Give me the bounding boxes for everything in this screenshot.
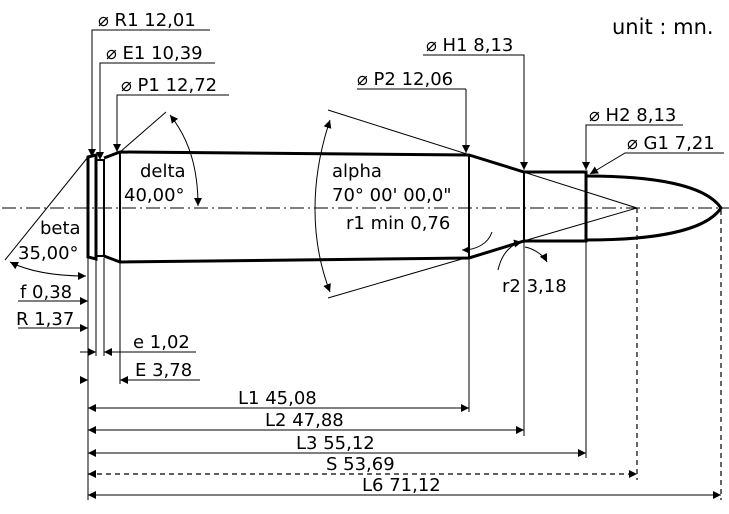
label-beta-value: 35,00° bbox=[18, 243, 79, 264]
label-alpha: alpha bbox=[332, 161, 382, 182]
label-delta: delta bbox=[140, 161, 186, 182]
label-p1: ⌀ P1 12,72 bbox=[121, 75, 217, 96]
label-r: R 1,37 bbox=[16, 309, 74, 330]
label-e: e 1,02 bbox=[133, 332, 190, 353]
label-beta: beta bbox=[40, 218, 81, 239]
label-r1-min: r1 min 0,76 bbox=[346, 213, 450, 234]
label-h1: ⌀ H1 8,13 bbox=[426, 35, 513, 56]
label-g1: ⌀ G1 7,21 bbox=[627, 133, 715, 154]
label-l1: L1 45,08 bbox=[238, 388, 317, 409]
label-r1: ⌀ R1 12,01 bbox=[98, 10, 196, 31]
length-dimensions bbox=[18, 297, 721, 499]
label-l6: L6 71,12 bbox=[362, 475, 441, 496]
label-p2: ⌀ P2 12,06 bbox=[357, 69, 453, 90]
dimension-labels: ⌀ R1 12,01 ⌀ E1 10,39 ⌀ P1 12,72 ⌀ P2 12… bbox=[16, 10, 715, 496]
label-l2: L2 47,88 bbox=[265, 410, 344, 431]
label-big-e: E 3,78 bbox=[135, 360, 192, 381]
label-h2: ⌀ H2 8,13 bbox=[589, 105, 676, 126]
label-l3: L3 55,12 bbox=[296, 433, 375, 454]
angle-lines bbox=[4, 109, 638, 299]
label-alpha-value: 70° 00' 00,0" bbox=[332, 185, 452, 206]
label-e1: ⌀ E1 10,39 bbox=[106, 43, 203, 64]
label-delta-value: 40,00° bbox=[124, 185, 185, 206]
unit-label: unit : mn. bbox=[612, 15, 714, 39]
label-s: S 53,69 bbox=[326, 454, 395, 475]
diameter-leaders bbox=[88, 29, 724, 175]
label-r2: r2 3,18 bbox=[502, 276, 567, 297]
extension-lines bbox=[87, 208, 722, 500]
label-f: f 0,38 bbox=[20, 282, 72, 303]
